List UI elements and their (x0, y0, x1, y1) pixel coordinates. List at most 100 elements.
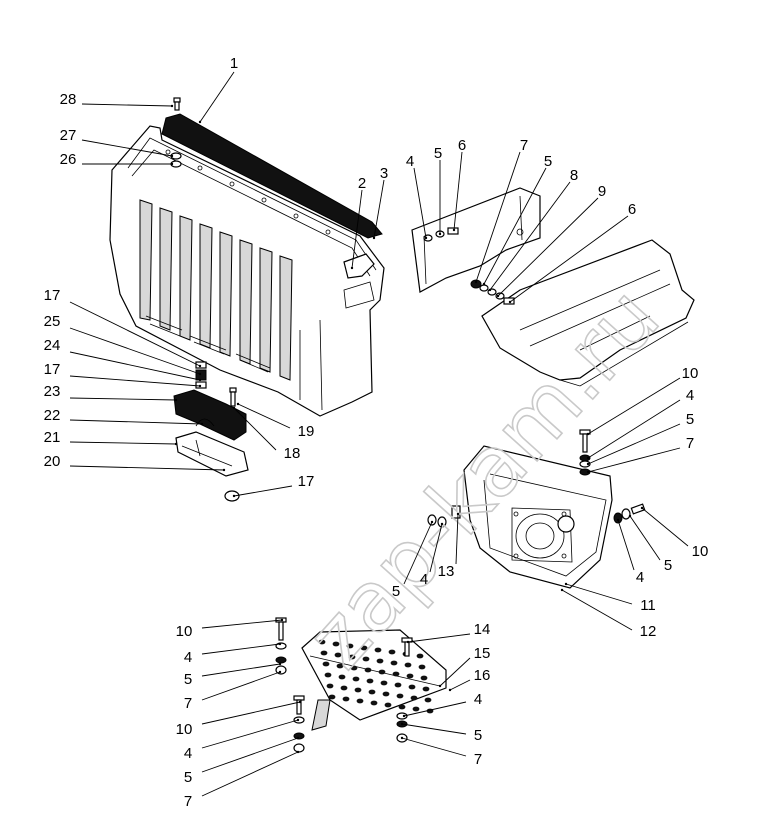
leader-end-c5a (438, 232, 442, 236)
footplate-hole (342, 696, 350, 702)
leader-line-c6b (509, 215, 629, 303)
footplate-hole (370, 700, 378, 706)
leader-end-c13 (456, 512, 460, 516)
leader-end-c6a (452, 228, 456, 232)
callout-label-c18: 18 (284, 445, 301, 462)
leader-line-c4b (587, 399, 681, 459)
leader-line-c5h (401, 723, 467, 735)
leader-end-c4f (296, 718, 300, 722)
leader-end-c24 (198, 378, 202, 382)
leader-line-c22 (69, 419, 203, 425)
footplate-hole (364, 667, 372, 673)
leader-end-c4e (278, 642, 282, 646)
leader-end-c5e (430, 520, 434, 524)
hood-grille-assembly (109, 125, 385, 417)
leader-end-c7b (586, 470, 590, 474)
leader-end-c28 (170, 104, 174, 108)
footplate-hole (418, 664, 426, 670)
leader-line-c18 (233, 407, 277, 451)
footplate-hole (320, 650, 328, 656)
leader-end-c5b (482, 282, 486, 286)
callout-label-c21: 21 (44, 429, 61, 446)
callout-label-c6a: 6 (458, 137, 466, 154)
callout-label-c4f: 4 (184, 745, 192, 762)
callout-label-c17a: 17 (44, 287, 61, 304)
leader-line-c4e (201, 643, 281, 655)
leader-end-c5c (586, 462, 590, 466)
footplate-hole (334, 652, 342, 658)
callout-label-c4a: 4 (406, 153, 414, 170)
callout-label-c4d: 4 (420, 571, 428, 588)
leader-end-c16 (448, 688, 452, 692)
footplate-hole (336, 663, 344, 669)
footplate-hole (390, 660, 398, 666)
callout-label-c19: 19 (298, 423, 315, 440)
footplate-hole (368, 689, 376, 695)
footplate-hole (380, 680, 388, 686)
callout-label-c22: 22 (44, 407, 61, 424)
footplate-hole (422, 686, 430, 692)
callout-label-c12: 12 (640, 623, 657, 640)
leader-line-c17c (233, 485, 293, 497)
callout-label-c10d: 10 (176, 721, 193, 738)
callout-label-c5d: 5 (664, 557, 672, 574)
footplate-hole (394, 682, 402, 688)
leader-line-c25 (69, 327, 201, 375)
leader-line-c4d (429, 523, 443, 573)
leader-line-c6a (453, 151, 463, 231)
leader-end-c4a (424, 236, 428, 240)
leader-end-c19 (236, 402, 240, 406)
support-bracket (411, 187, 541, 293)
footplate-hole (416, 653, 424, 659)
callout-label-c2: 2 (358, 175, 366, 192)
footplate-hole (382, 691, 390, 697)
footplate-hole (406, 673, 414, 679)
footplate-hole (356, 698, 364, 704)
leader-line-c11 (565, 583, 633, 605)
leader-end-c17c (232, 494, 236, 498)
footplate-hole (340, 685, 348, 691)
callout-label-c5c: 5 (686, 411, 694, 428)
footplate-hole (362, 656, 370, 662)
footplate-hole (424, 697, 432, 703)
callout-label-c15: 15 (474, 645, 491, 662)
callout-label-c5h: 5 (474, 727, 482, 744)
footplate-hole (318, 639, 326, 645)
fastener-10-top (579, 429, 591, 476)
fastener-13 (427, 505, 461, 528)
leader-end-c20 (222, 468, 226, 472)
leader-end-c18 (232, 406, 236, 410)
footplate-hole (338, 674, 346, 680)
mounting-panel (481, 239, 695, 387)
callout-label-c7d: 7 (184, 793, 192, 810)
callout-label-c20: 20 (44, 453, 61, 470)
callout-label-c5g: 5 (184, 769, 192, 786)
leader-end-c4d (440, 522, 444, 526)
leader-line-c23 (69, 397, 177, 401)
leader-line-c1 (199, 71, 235, 123)
callout-label-c5a: 5 (434, 145, 442, 162)
callout-label-c17c: 17 (298, 473, 315, 490)
leader-end-c27 (170, 154, 174, 158)
callout-label-c13: 13 (438, 563, 455, 580)
leader-line-c4f (201, 719, 299, 749)
leader-line-c27 (81, 139, 173, 157)
callout-label-c11: 11 (640, 597, 656, 614)
footplate-hole (366, 678, 374, 684)
callout-label-c4e: 4 (184, 649, 192, 666)
callout-label-c7b: 7 (686, 435, 694, 452)
leader-end-c7a (474, 280, 478, 284)
footplate-hole (396, 693, 404, 699)
leader-line-c10c (201, 619, 283, 629)
callout-label-c3: 3 (380, 165, 388, 182)
leader-line-c5b (483, 167, 547, 285)
footplate-hole (348, 654, 356, 660)
callout-label-c1: 1 (230, 55, 238, 72)
callout-label-c10a: 10 (682, 365, 699, 382)
fastener-stack-lower-left (293, 695, 305, 753)
grille-slats (139, 199, 293, 381)
footplate-hole (326, 683, 334, 689)
leader-line-c19 (237, 403, 291, 429)
leader-end-c3 (372, 236, 376, 240)
